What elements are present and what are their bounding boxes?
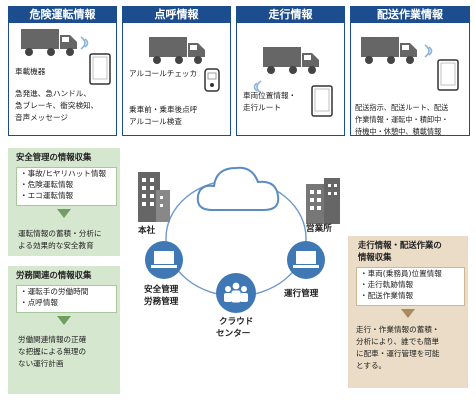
panel-title: 走行情報 (237, 7, 344, 23)
box-desc: 分析により、誰でも簡単 (356, 337, 440, 346)
panel-line: 車両位置情報・ (243, 91, 297, 100)
list-item: ・配送作業情報 (360, 291, 414, 300)
box-desc: とする。 (356, 361, 387, 370)
truck-icon (21, 29, 77, 56)
truck-icon (263, 47, 319, 74)
node-label-operation-mgmt: 運行管理 (284, 289, 319, 299)
panel-line: アルコール検査 (129, 117, 182, 126)
box-title: 情報収集 (358, 252, 392, 262)
wifi-icon (253, 80, 262, 94)
list-item: ・車両(乗務員)位置情報 (360, 269, 442, 278)
people-icon (216, 273, 256, 313)
down-arrow-icon (401, 309, 415, 318)
node-label-cloud-center-2: センター (216, 329, 251, 339)
labor-item-list: ・運転手の労働時間 ・点呼情報 (16, 285, 117, 313)
branch-building-icon (306, 178, 340, 224)
laptop-icon (145, 241, 183, 279)
tablet-icon (437, 59, 459, 91)
panel-driving-info: 走行情報 車両位置情報・ 走行ルート (236, 6, 345, 136)
panel-title: 危険運転情報 (9, 7, 116, 23)
box-title: 安全管理の情報収集 (16, 152, 92, 162)
list-item: ・点呼情報 (20, 298, 58, 307)
node-label-cloud-center: クラウド (219, 317, 254, 327)
box-title: 労務関連の情報収集 (16, 270, 92, 280)
panel-line: 配送指示、配送ルート、配送 (355, 103, 449, 112)
panel-line: 車載機器 (15, 67, 46, 76)
panel-roll-call: 点呼情報 アルコールチェッカ 乗車前・乗車後点呼 アルコール検査 (122, 6, 231, 136)
panel-line: アルコールチェッカ (129, 69, 198, 78)
labor-collection-box: 労務関連の情報収集 ・運転手の労働時間 ・点呼情報 労働関連情報の正確 な把握に… (8, 266, 120, 394)
panel-line: 急発進、急ハンドル、 (15, 89, 91, 98)
panel-line: 乗車前・乗車後点呼 (129, 105, 198, 114)
box-desc: 走行・作業情報の蓄積・ (356, 325, 440, 334)
panel-line: 急ブレーキ、衝突検知、 (15, 101, 99, 110)
panel-title: 点呼情報 (123, 7, 230, 23)
box-desc: に配車・運行管理を可能 (356, 349, 440, 358)
panel-dangerous-driving: 危険運転情報 車載機器 急発進、急ハンドル、 急ブレーキ、衝突検知、 音声メッセ… (8, 6, 117, 136)
panel-delivery-work: 配送作業情報 配送指示、配送ルート、配送 作業情報・運転中・積卸中・ 待機中・休… (350, 6, 470, 136)
node-label-safety-mgmt: 安全管理 (144, 285, 179, 295)
list-item: ・危険運転情報 (20, 180, 74, 189)
laptop-icon (287, 241, 325, 279)
node-label-head-office: 本社 (138, 226, 156, 236)
safety-item-list: ・事故/ヒヤリハット情報 ・危険運転情報 ・エコ運転情報 (16, 167, 117, 206)
wifi-icon (80, 36, 89, 50)
box-desc: な把握による無理の (18, 347, 87, 356)
travel-collection-box: 走行情報・配送作業の 情報収集 ・車両(乗務員)位置情報 ・走行軌跡情報 ・配送… (348, 236, 468, 388)
wifi-icon (424, 44, 433, 58)
box-desc: よる効果的な安全教育 (18, 241, 94, 250)
panel-line: 作業情報・運転中・積卸中・ (355, 115, 449, 124)
tablet-icon (311, 85, 333, 117)
truck-icon (361, 37, 417, 64)
node-label-branch: 営業所 (306, 224, 332, 234)
panel-line: 待機中・休憩中、積載情報 (355, 127, 442, 136)
box-desc: 運転情報の蓄積・分析に (18, 229, 102, 238)
safety-collection-box: 安全管理の情報収集 ・事故/ヒヤリハット情報 ・危険運転情報 ・エコ運転情報 運… (8, 148, 120, 256)
box-title: 走行情報・配送作業の (358, 240, 442, 250)
down-arrow-icon (57, 316, 71, 325)
box-desc: 労働関連情報の正確 (18, 335, 87, 344)
down-arrow-icon (57, 209, 71, 218)
panel-line: 走行ルート (243, 103, 281, 112)
list-item: ・走行軌跡情報 (360, 280, 414, 289)
list-item: ・事故/ヒヤリハット情報 (20, 169, 107, 178)
panel-line: 音声メッセージ (15, 113, 69, 122)
list-item: ・エコ運転情報 (20, 191, 74, 200)
head-office-building-icon (138, 172, 170, 222)
tablet-icon (89, 53, 111, 85)
alcohol-checker-icon (204, 68, 220, 92)
cloud-icon (196, 166, 280, 211)
list-item: ・運転手の労働時間 (20, 287, 89, 296)
box-desc: ない運行計画 (18, 359, 64, 368)
node-label-labor-mgmt: 労務管理 (144, 297, 179, 307)
travel-item-list: ・車両(乗務員)位置情報 ・走行軌跡情報 ・配送作業情報 (356, 267, 465, 306)
panel-title: 配送作業情報 (351, 7, 469, 23)
truck-icon (149, 37, 205, 64)
